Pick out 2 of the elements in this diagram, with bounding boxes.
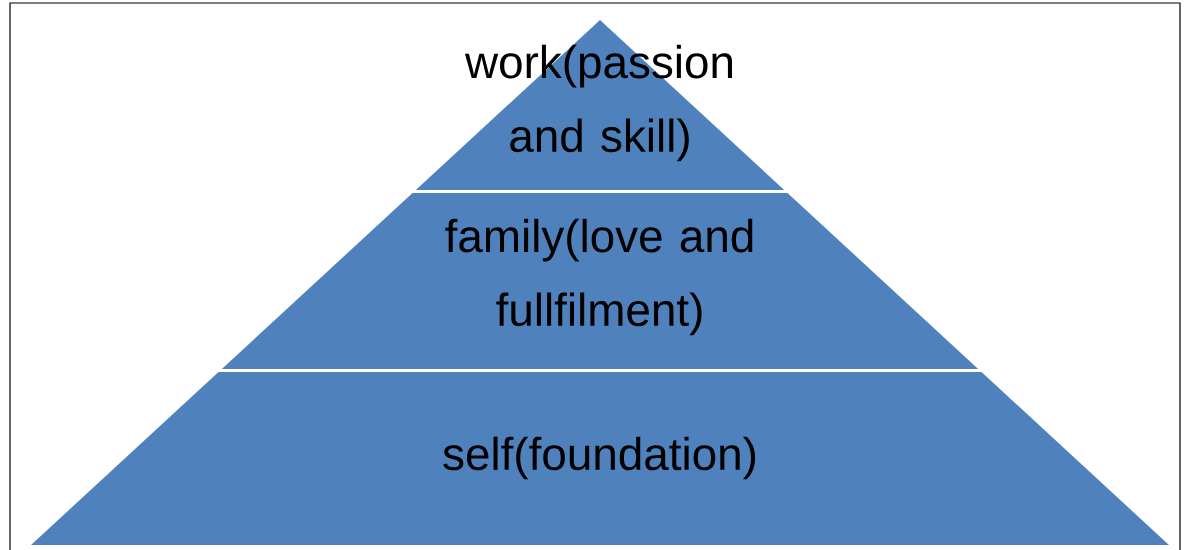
pyramid-tier: self(foundation) bbox=[31, 372, 1169, 545]
pyramid-tier: family(love and fullfilment) bbox=[221, 193, 979, 369]
